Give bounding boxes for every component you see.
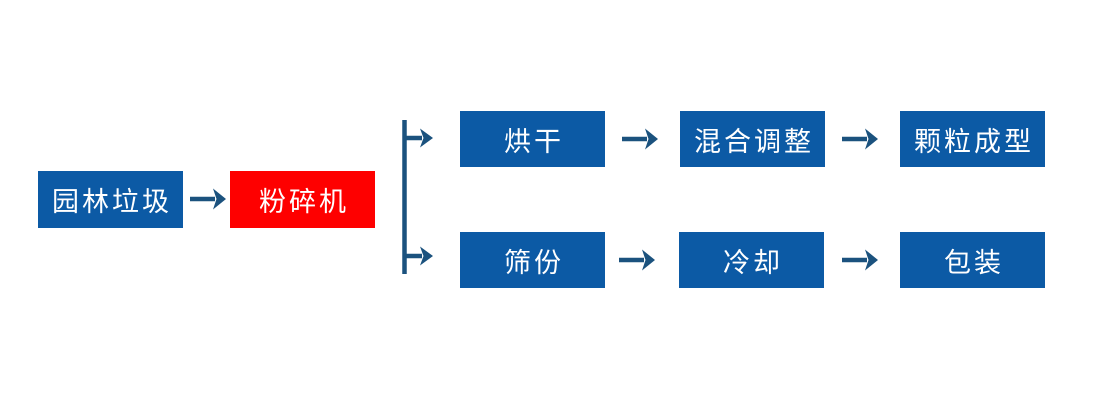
node-cooling: 冷却 <box>679 232 824 288</box>
branch-fork-icon <box>402 120 433 274</box>
right-arrow-icon <box>842 128 878 150</box>
node-cooling-label: 冷却 <box>723 247 783 278</box>
node-crusher: 粉碎机 <box>230 171 375 228</box>
node-garden-waste-label: 园林垃圾 <box>52 187 172 217</box>
right-arrow-icon <box>622 128 658 150</box>
node-drying: 烘干 <box>460 111 605 167</box>
node-garden-waste: 园林垃圾 <box>38 171 183 228</box>
node-packaging: 包装 <box>900 232 1045 288</box>
right-arrow-icon <box>842 249 878 271</box>
node-sieving: 筛份 <box>460 232 605 288</box>
node-mixing-adjustment-label: 混合调整 <box>694 126 814 157</box>
node-crusher-label: 粉碎机 <box>259 187 349 217</box>
node-pellet-forming: 颗粒成型 <box>900 111 1045 167</box>
node-mixing-adjustment: 混合调整 <box>680 111 825 167</box>
node-drying-label: 烘干 <box>504 126 564 157</box>
right-arrow-icon <box>619 249 655 271</box>
node-sieving-label: 筛份 <box>504 247 564 278</box>
node-packaging-label: 包装 <box>944 247 1004 278</box>
node-pellet-forming-label: 颗粒成型 <box>914 126 1034 157</box>
right-arrow-icon <box>190 188 226 210</box>
